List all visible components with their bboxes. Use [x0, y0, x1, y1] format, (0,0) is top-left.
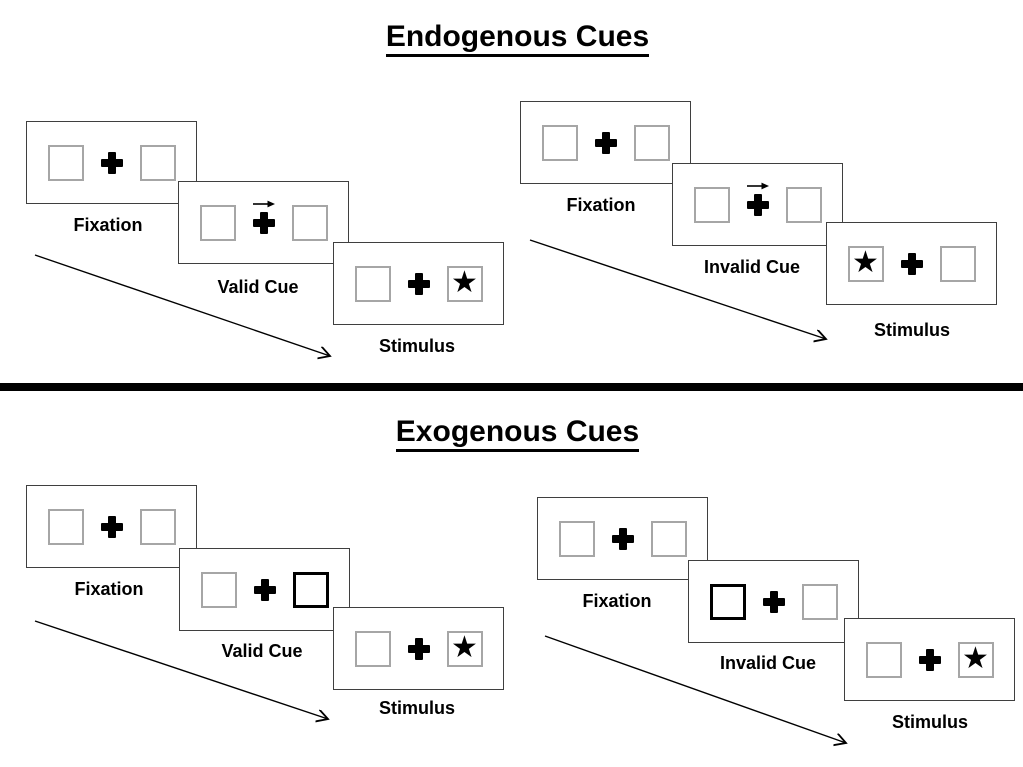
exo-valid-fixation-screen — [26, 485, 197, 568]
placeholder-box-left — [47, 508, 84, 545]
fixation-cross-icon — [901, 253, 923, 275]
endo-invalid-cue-screen — [672, 163, 843, 246]
exo-valid-cue-screen — [179, 548, 350, 631]
timeline-arrow-endo-invalid — [529, 239, 826, 339]
placeholder-box-left — [47, 144, 84, 181]
fixation-cross-icon — [101, 152, 123, 174]
placeholder-box-right — [291, 204, 328, 241]
step-label-invalid-cue: Invalid Cue — [703, 257, 801, 277]
placeholder-box-left — [354, 265, 391, 302]
step-label-stimulus: Stimulus — [378, 336, 455, 356]
placeholder-box-right — [650, 520, 687, 557]
placeholder-box-left — [693, 186, 730, 223]
target-box-right: ★ — [446, 265, 483, 302]
endo-valid-stimulus-screen: ★ — [333, 242, 504, 325]
fixation-cross-icon — [612, 528, 634, 550]
step-label-fixation: Fixation — [566, 195, 636, 215]
exo-valid-stimulus-screen: ★ — [333, 607, 504, 690]
placeholder-box-left — [558, 520, 595, 557]
exo-invalid-stimulus-screen: ★ — [844, 618, 1015, 701]
endo-valid-fixation-screen — [26, 121, 197, 204]
step-label-fixation: Fixation — [582, 591, 652, 611]
step-label-stimulus: Stimulus — [873, 320, 950, 340]
exo-invalid-fixation-screen — [537, 497, 708, 580]
star-icon: ★ — [852, 245, 879, 279]
fixation-cross-icon — [919, 649, 941, 671]
fixation-cross-icon — [254, 579, 276, 601]
highlight-cue-box-left — [709, 583, 746, 620]
placeholder-box-left — [865, 641, 902, 678]
timeline-arrow-exo-valid — [34, 620, 328, 719]
fixation-cross-icon — [101, 516, 123, 538]
timeline-arrow-exo-invalid — [544, 635, 846, 743]
step-label-valid-cue: Valid Cue — [217, 277, 299, 297]
fixation-cross-icon — [747, 194, 769, 216]
fixation-cross-icon — [763, 591, 785, 613]
step-label-stimulus: Stimulus — [891, 712, 968, 732]
right-arrow-cue-icon — [746, 182, 769, 189]
endo-invalid-fixation-screen — [520, 101, 691, 184]
fixation-cross-icon — [408, 638, 430, 660]
highlight-cue-box-right — [292, 571, 329, 608]
fixation-cross-icon — [595, 132, 617, 154]
target-box-right: ★ — [957, 641, 994, 678]
star-icon: ★ — [451, 630, 478, 664]
step-label-valid-cue: Valid Cue — [221, 641, 303, 661]
placeholder-box-right — [139, 144, 176, 181]
exo-invalid-cue-screen — [688, 560, 859, 643]
placeholder-box-left — [199, 204, 236, 241]
section-title-endogenous: Endogenous Cues — [6, 20, 1023, 57]
section-divider — [0, 383, 1023, 391]
fixation-cross-icon — [408, 273, 430, 295]
endo-valid-cue-screen — [178, 181, 349, 264]
placeholder-box-right — [939, 245, 976, 282]
placeholder-box-left — [541, 124, 578, 161]
step-label-stimulus: Stimulus — [378, 698, 455, 718]
placeholder-box-left — [200, 571, 237, 608]
placeholder-box-right — [139, 508, 176, 545]
step-label-invalid-cue: Invalid Cue — [719, 653, 817, 673]
placeholder-box-right — [633, 124, 670, 161]
target-box-right: ★ — [446, 630, 483, 667]
right-arrow-cue-icon — [252, 200, 275, 207]
endo-invalid-stimulus-screen: ★ — [826, 222, 997, 305]
fixation-cross-icon — [253, 212, 275, 234]
star-icon: ★ — [451, 265, 478, 299]
placeholder-box-right — [785, 186, 822, 223]
star-icon: ★ — [962, 641, 989, 675]
timeline-arrow-endo-valid — [34, 254, 330, 356]
target-box-left: ★ — [847, 245, 884, 282]
section-title-exogenous: Exogenous Cues — [6, 415, 1023, 452]
step-label-fixation: Fixation — [74, 579, 144, 599]
step-label-fixation: Fixation — [73, 215, 143, 235]
placeholder-box-right — [801, 583, 838, 620]
placeholder-box-left — [354, 630, 391, 667]
